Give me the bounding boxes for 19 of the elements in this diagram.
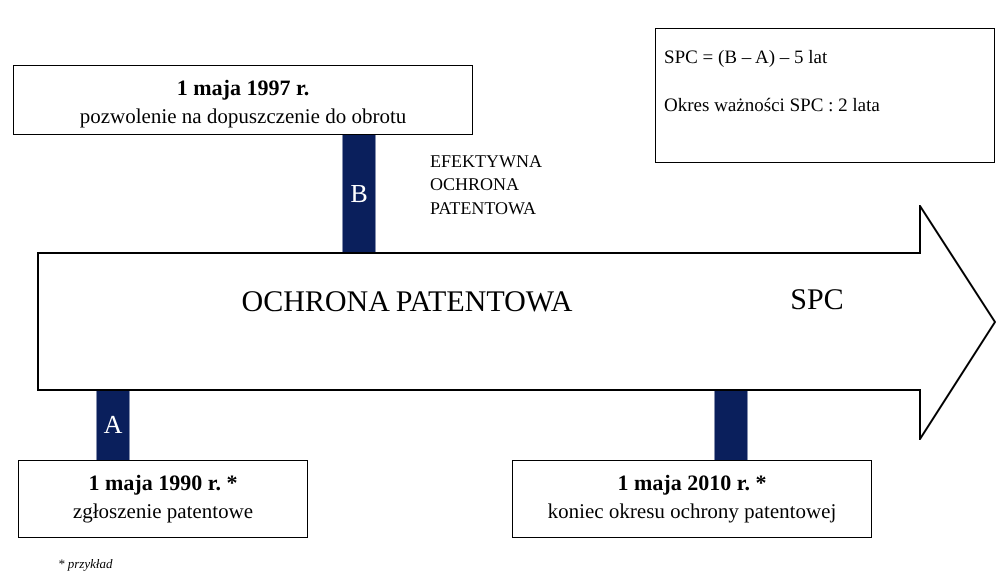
date-text: 1 maja 1990 r. *: [88, 469, 238, 497]
date-box: [13, 65, 473, 135]
connector-bar: [342, 135, 376, 253]
footnote: * przykład: [58, 556, 113, 573]
formula-box: [655, 28, 995, 163]
event-text: zgłoszenie patentowe: [72, 498, 254, 525]
date-text: 1 maja 2010 r. *: [616, 469, 768, 497]
date-text: 1 maja 1997 r.: [176, 74, 310, 102]
event-text: koniec okresu ochrony patentowej: [546, 498, 838, 525]
connector-bar: [714, 390, 748, 460]
band-title: OCHRONA PATENTOWA: [240, 285, 574, 319]
connector-bar: [96, 390, 130, 460]
date-box: [512, 460, 872, 538]
annotation-text: EFEKTYWNA OCHRONA PATENTOWA: [430, 150, 542, 220]
formula-text: SPC = (B – A) – 5 lat: [664, 47, 828, 69]
date-box: [18, 460, 308, 538]
event-text: pozwolenie na dopuszczenie do obrotu: [78, 103, 408, 130]
formula-text: Okres ważności SPC : 2 lata: [664, 95, 881, 117]
band-label: SPC: [789, 283, 845, 317]
